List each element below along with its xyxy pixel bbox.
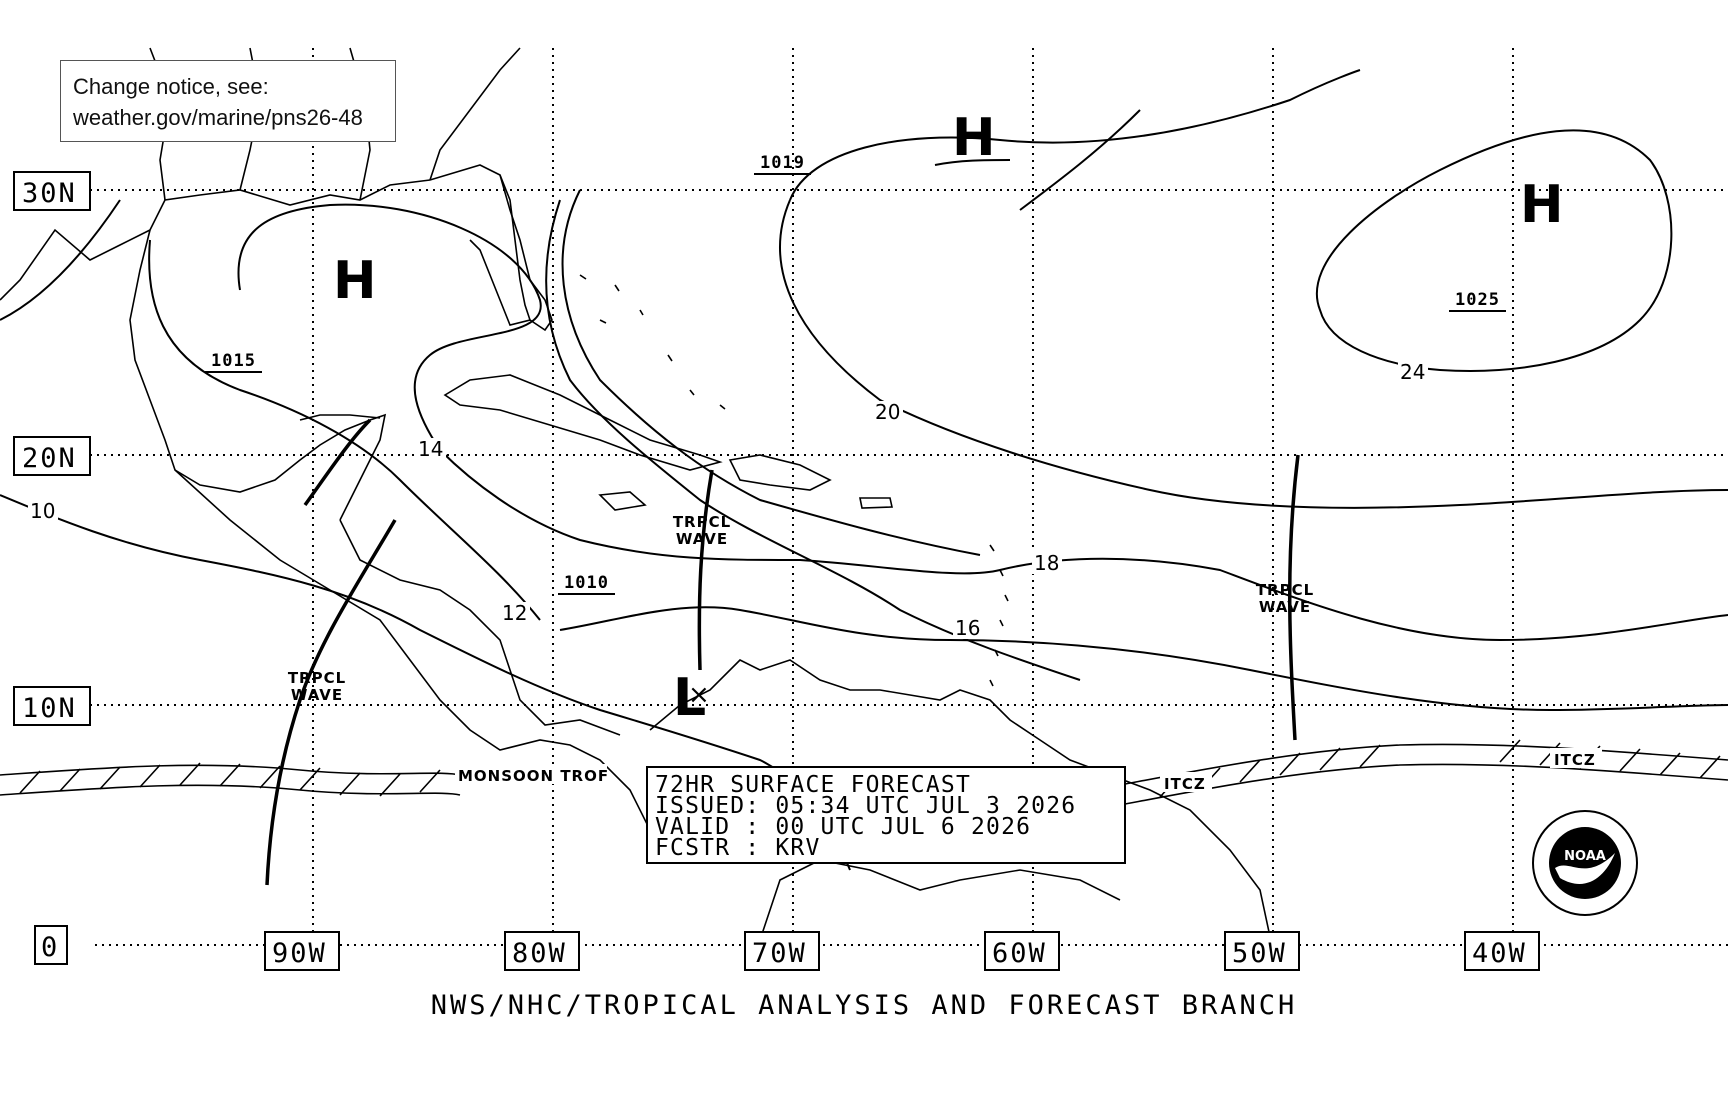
- high-center-atlantic: H: [952, 108, 996, 168]
- low-center-x: ×: [688, 680, 710, 710]
- footer-branch-title: NWS/NHC/TROPICAL ANALYSIS AND FORECAST B…: [430, 990, 1298, 1021]
- forecast-issued: ISSUED: 05:34 UTC JUL 3 2026: [655, 793, 1077, 819]
- isobar-label-16: 16: [955, 616, 980, 640]
- monsoon-trough-label: MONSOON TROF: [458, 767, 609, 785]
- pressure-value-1019: 1019: [760, 153, 805, 173]
- central-america-north: [339, 519, 621, 736]
- isobar-label-14: 14: [418, 437, 443, 461]
- isobar-1025: [1316, 129, 1673, 372]
- florida: [499, 174, 553, 332]
- central-pressures: 1015 1019 1025 1010: [205, 153, 1506, 595]
- isobar-1019: [789, 69, 1361, 201]
- coastlines: [0, 47, 1276, 961]
- jamaica: [598, 491, 647, 511]
- change-notice: Change notice, see: weather.gov/marine/p…: [60, 60, 396, 142]
- pressure-value-1010: 1010: [564, 573, 609, 593]
- isobar-label-10: 10: [30, 499, 55, 523]
- forecast-valid: VALID : 00 UTC JUL 6 2026: [655, 814, 1032, 840]
- pressure-value-1015: 1015: [211, 351, 256, 371]
- itcz-label-west: ITCZ: [1164, 775, 1206, 793]
- cuba: [443, 374, 723, 471]
- isobar-label-24: 24: [1400, 360, 1425, 384]
- pressure-centers: H H H L ×: [333, 108, 1564, 728]
- lon-label-60w: 60W: [992, 938, 1047, 969]
- high-center-east: H: [1520, 175, 1564, 235]
- lon-label-70w: 70W: [752, 938, 807, 969]
- isobar-0-east: [0, 199, 121, 321]
- atlantic-coast: [429, 47, 521, 181]
- lon-label-90w: 90W: [272, 938, 327, 969]
- tropical-wave-label-88w-a: TRPCL: [288, 669, 346, 687]
- isobar-label-18: 18: [1034, 551, 1059, 575]
- isobar-12: [545, 199, 1081, 681]
- tropical-wave-label-88w-b: WAVE: [291, 686, 343, 704]
- feature-labels: TRPCL WAVE TRPCL WAVE TRPCL WAVE MONSOON…: [287, 513, 1596, 793]
- tropical-wave-88w: [265, 519, 397, 886]
- lon-label-50w: 50W: [1232, 938, 1287, 969]
- change-notice-line1: Change notice, see:: [73, 74, 269, 99]
- tropical-wave-72w: [697, 469, 714, 671]
- high-center-gulf: H: [333, 251, 377, 311]
- isobar-1015: [148, 239, 541, 621]
- itcz-label-east: ITCZ: [1554, 751, 1596, 769]
- lat-label-20n: 20N: [22, 443, 77, 474]
- isobar-labels: 10 12 14 16 18 20 24: [28, 360, 1428, 640]
- isobar-16: [559, 606, 1728, 712]
- forecast-info-box: 72HR SURFACE FORECAST ISSUED: 05:34 UTC …: [646, 766, 1126, 864]
- tropical-wave-label-72w-a: TRPCL: [673, 513, 731, 531]
- lat-label-30n: 30N: [22, 178, 77, 209]
- noaa-logo-text: NOAA: [1564, 849, 1606, 864]
- tropical-waves: [265, 418, 1300, 886]
- hispaniola: [728, 454, 832, 491]
- south-america-coast: [649, 659, 1276, 961]
- islands: [579, 274, 1009, 687]
- forecast-forecaster: FCSTR : KRV: [655, 835, 821, 861]
- tropical-wave-label-50w-a: TRPCL: [1256, 581, 1314, 599]
- forecast-title: 72HR SURFACE FORECAST: [655, 772, 971, 798]
- low-center-caribbean: L: [673, 668, 706, 728]
- tropical-wave-label-72w-b: WAVE: [676, 530, 728, 548]
- noaa-logo-icon: NOAA: [1532, 810, 1638, 916]
- change-notice-link[interactable]: weather.gov/marine/pns26-48: [73, 105, 363, 130]
- south-america-inland: [759, 859, 1121, 941]
- gulf-coast: [0, 164, 532, 326]
- latitude-labels: 30N 20N 10N 0: [13, 171, 91, 965]
- isobar-trough-high: [934, 109, 1141, 211]
- isobar-1015-dashed: [237, 203, 1728, 642]
- lon-label-40w: 40W: [1472, 938, 1527, 969]
- lat-label-0: 0: [41, 932, 59, 963]
- lat-label-10n: 10N: [22, 693, 77, 724]
- longitude-labels: 90W 80W 70W 60W 50W 40W: [264, 931, 1540, 971]
- pressure-value-1025: 1025: [1455, 290, 1500, 310]
- isobar-10: [0, 494, 851, 871]
- isobars: [0, 69, 1728, 871]
- puerto-rico: [859, 497, 893, 509]
- mexico-coast: [129, 229, 387, 521]
- tropical-wave-50w: [1287, 454, 1300, 741]
- tropical-wave-label-50w-b: WAVE: [1259, 598, 1311, 616]
- isobar-label-20: 20: [875, 400, 900, 424]
- isobar-18: [561, 189, 981, 556]
- isobar-1019-south: [779, 199, 1728, 509]
- isobar-label-12: 12: [502, 601, 527, 625]
- central-america: [174, 469, 651, 831]
- tropical-wave-88w-north: [303, 418, 372, 507]
- lon-label-80w: 80W: [512, 938, 567, 969]
